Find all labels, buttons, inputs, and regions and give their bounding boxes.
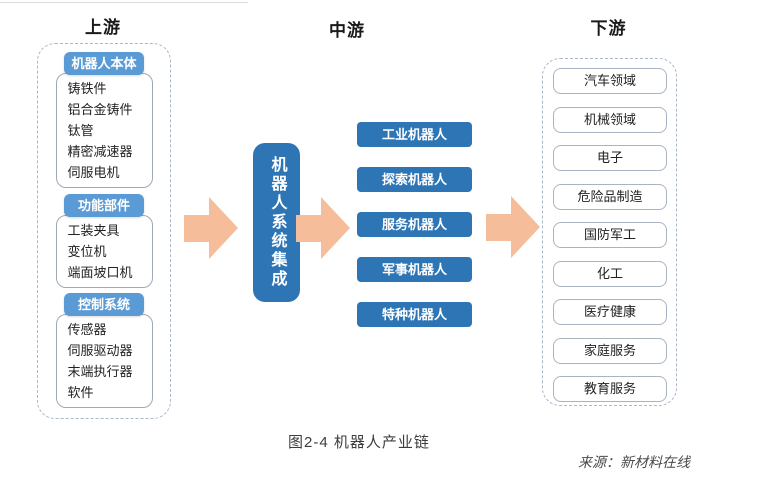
arrow-head <box>321 197 350 259</box>
list-item: 钛管 <box>67 123 94 138</box>
application-field-box: 化工 <box>553 261 667 287</box>
list-item: 变位机 <box>67 244 107 259</box>
page-top-divider <box>0 2 248 3</box>
flow-arrow-icon <box>184 197 238 259</box>
group-header-chip: 机器人本体 <box>64 52 144 75</box>
list-item: 端面坡口机 <box>67 265 133 280</box>
robot-type-box: 军事机器人 <box>357 257 472 282</box>
application-field-box: 教育服务 <box>553 376 667 402</box>
figure-caption: 图2-4 机器人产业链 <box>288 434 430 451</box>
group-items-box: 传感器 伺服驱动器 末端执行器 软件 <box>55 314 153 408</box>
upstream-group-robot-body: 机器人本体 铸铁件 铝合金铸件 钛管 精密减速器 伺服电机 <box>38 52 170 188</box>
group-header-chip: 控制系统 <box>64 293 144 316</box>
application-field-box: 电子 <box>553 145 667 171</box>
upstream-group-functional-parts: 功能部件 工装夹具 变位机 端面坡口机 <box>38 194 170 288</box>
upstream-title: 上游 <box>85 18 121 37</box>
flow-arrow-icon <box>486 196 540 258</box>
robot-type-box: 工业机器人 <box>357 122 472 147</box>
list-item: 工装夹具 <box>67 223 120 238</box>
list-item: 伺服驱动器 <box>67 343 133 358</box>
arrow-head <box>511 196 540 258</box>
application-field-box: 汽车领域 <box>553 68 667 94</box>
downstream-panel: 汽车领域 机械领域 电子 危险品制造 国防军工 化工 医疗健康 家庭服务 教育服… <box>542 58 677 406</box>
arrow-head <box>209 197 238 259</box>
midstream-title: 中游 <box>329 21 365 40</box>
arrow-tail <box>486 213 511 241</box>
application-field-box: 机械领域 <box>553 107 667 133</box>
list-item: 末端执行器 <box>67 364 133 379</box>
upstream-panel: 机器人本体 铸铁件 铝合金铸件 钛管 精密减速器 伺服电机 功能部件 工装夹具 … <box>37 43 171 419</box>
system-integration-box: 机器人系统集成 <box>253 143 300 302</box>
list-item: 铸铁件 <box>67 81 107 96</box>
group-items-box: 工装夹具 变位机 端面坡口机 <box>55 215 153 288</box>
group-items-box: 铸铁件 铝合金铸件 钛管 精密减速器 伺服电机 <box>55 73 153 188</box>
list-item: 软件 <box>67 385 94 400</box>
robot-type-box: 特种机器人 <box>357 302 472 327</box>
list-item: 精密减速器 <box>67 144 133 159</box>
application-field-box: 危险品制造 <box>553 184 667 210</box>
application-field-box: 国防军工 <box>553 222 667 248</box>
arrow-tail <box>184 214 209 242</box>
group-header-chip: 功能部件 <box>64 194 144 217</box>
arrow-tail <box>296 214 321 242</box>
robot-type-box: 探索机器人 <box>357 167 472 192</box>
upstream-group-control-system: 控制系统 传感器 伺服驱动器 末端执行器 软件 <box>38 293 170 408</box>
list-item: 传感器 <box>67 322 107 337</box>
system-integration-label: 机器人系统集成 <box>268 156 286 289</box>
list-item: 铝合金铸件 <box>67 102 133 117</box>
list-item: 伺服电机 <box>67 165 120 180</box>
application-field-box: 医疗健康 <box>553 299 667 325</box>
flow-arrow-icon <box>296 197 350 259</box>
application-field-box: 家庭服务 <box>553 338 667 364</box>
downstream-title: 下游 <box>590 19 627 38</box>
robot-type-box: 服务机器人 <box>357 212 472 237</box>
source-credit: 来源：新材料在线 <box>578 454 690 470</box>
